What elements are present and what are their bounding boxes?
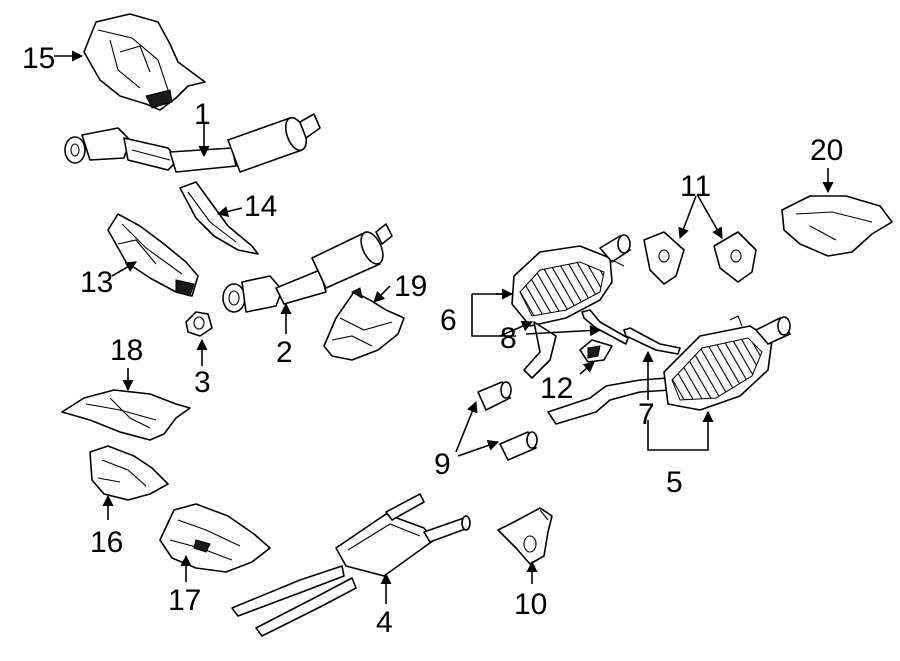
leader-14	[216, 206, 243, 217]
callout-7: 7	[638, 398, 655, 431]
leader-13	[111, 261, 137, 277]
leader-9a	[455, 400, 478, 453]
leader-6-arrow-lower	[499, 320, 534, 337]
callout-18: 18	[110, 334, 143, 367]
callout-9: 9	[434, 448, 451, 481]
part-4-center-resonator[interactable]	[231, 493, 471, 637]
part-11-hangers[interactable]	[643, 231, 757, 285]
callout-15: 15	[22, 42, 55, 75]
callout-4: 4	[376, 606, 393, 639]
callout-8: 8	[500, 322, 517, 355]
leader-19	[373, 285, 391, 303]
callout-19: 19	[394, 270, 427, 303]
callout-5: 5	[666, 466, 683, 499]
leader-11b	[697, 195, 723, 239]
part-9-clamps[interactable]	[477, 381, 538, 461]
part-10-hanger-bracket[interactable]	[497, 507, 553, 565]
leader-11a	[678, 195, 697, 240]
part-6-muffler[interactable]	[511, 234, 631, 379]
leader-lines	[54, 50, 834, 604]
callout-2: 2	[276, 336, 293, 369]
callout-labels: 15 1 14 13 2 3 19 18 16 17 4 10 6 8 12 7…	[22, 42, 843, 639]
part-14-heat-shield[interactable]	[179, 181, 259, 255]
part-16-heat-shield[interactable]	[89, 445, 169, 501]
callout-11: 11	[680, 170, 711, 203]
leader-9b	[457, 440, 500, 457]
callout-17: 17	[168, 584, 201, 617]
part-2-catalytic-converter-pipe[interactable]	[222, 223, 393, 313]
part-19-heat-shield[interactable]	[323, 287, 405, 361]
callout-12: 12	[540, 372, 573, 405]
part-7-bracket[interactable]	[623, 327, 681, 355]
leader-8	[525, 324, 602, 337]
part-13-heat-shield[interactable]	[107, 213, 199, 297]
callout-3: 3	[194, 366, 211, 399]
callout-13: 13	[80, 266, 113, 299]
callout-10: 10	[514, 588, 547, 621]
callout-6: 6	[440, 304, 457, 337]
callout-14: 14	[244, 190, 277, 223]
part-15-heat-shield[interactable]	[83, 13, 206, 111]
part-3-gasket[interactable]	[185, 311, 213, 337]
part-18-heat-shield[interactable]	[61, 389, 191, 441]
part-17-heat-shield[interactable]	[159, 503, 271, 573]
part-1-catalytic-converter-pipe[interactable]	[64, 113, 321, 173]
callout-20: 20	[810, 134, 843, 167]
part-8-bracket[interactable]	[581, 309, 629, 345]
callout-1: 1	[194, 98, 211, 131]
part-5-rear-muffler[interactable]	[547, 315, 791, 425]
leader-12	[579, 361, 595, 375]
part-12-hanger[interactable]	[579, 339, 613, 363]
part-20-heat-shield[interactable]	[781, 195, 893, 257]
leader-5	[647, 410, 714, 451]
callout-16: 16	[90, 526, 123, 559]
